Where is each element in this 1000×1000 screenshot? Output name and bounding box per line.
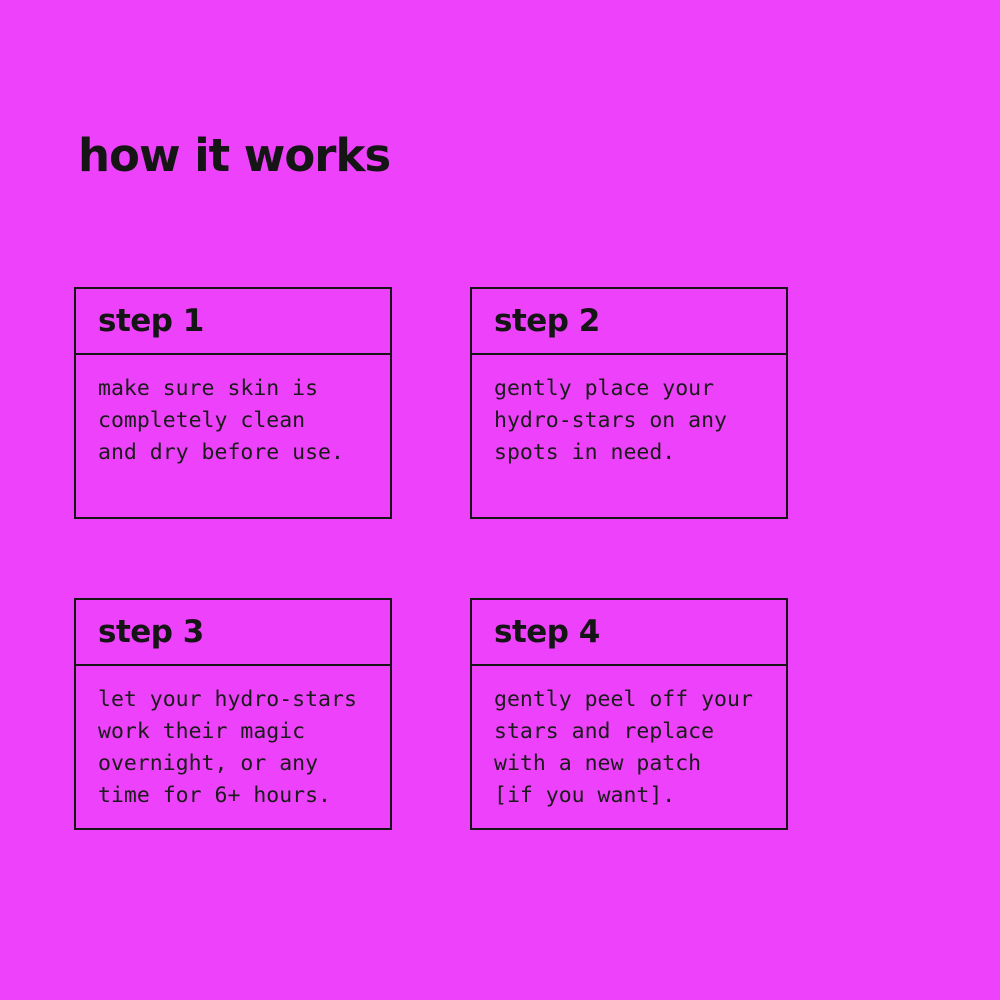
step-2-card: step 2 gently place your hydro-stars on … xyxy=(470,287,788,519)
step-2-header: step 2 xyxy=(472,289,786,355)
page-title: how it works xyxy=(78,129,391,183)
step-4-header: step 4 xyxy=(472,600,786,666)
step-1-card: step 1 make sure skin is completely clea… xyxy=(74,287,392,519)
step-1-description: make sure skin is completely clean and d… xyxy=(98,376,344,465)
step-4-description: gently peel off your stars and replace w… xyxy=(494,687,753,808)
step-4-card: step 4 gently peel off your stars and re… xyxy=(470,598,788,830)
step-1-header: step 1 xyxy=(76,289,390,355)
step-3-card: step 3 let your hydro-stars work their m… xyxy=(74,598,392,830)
step-3-description: let your hydro-stars work their magic ov… xyxy=(98,687,357,808)
step-2-description: gently place your hydro-stars on any spo… xyxy=(494,376,727,465)
step-3-header: step 3 xyxy=(76,600,390,666)
